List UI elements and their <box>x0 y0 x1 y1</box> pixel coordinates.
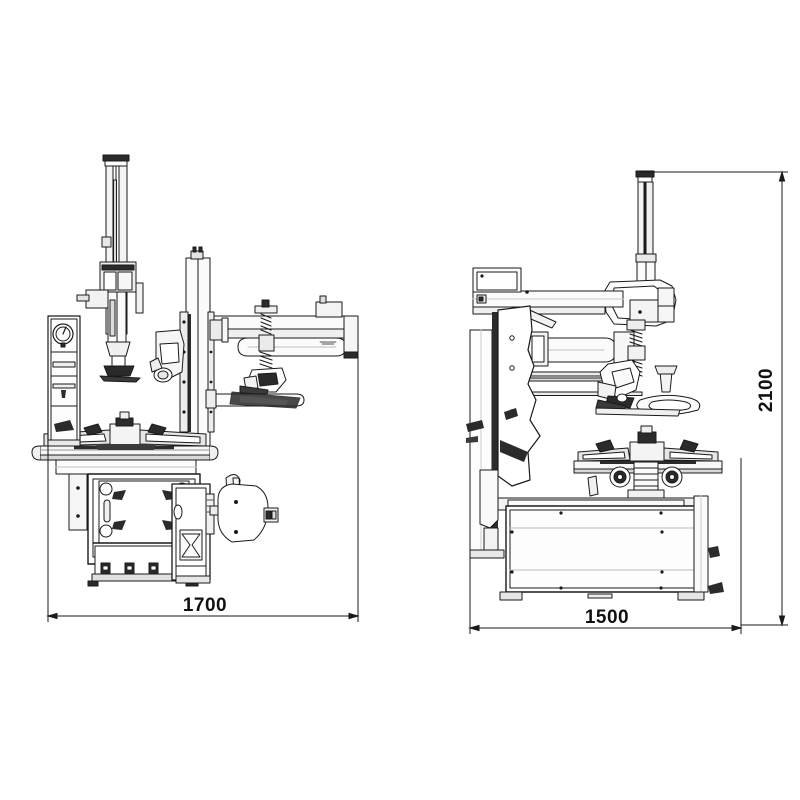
dimension-label-2100: 2100 <box>756 368 777 412</box>
front-motor-cabinet <box>171 483 215 584</box>
side-cabinet-base <box>497 495 724 601</box>
side-turntable-deck <box>573 425 723 501</box>
front-lower-breaker-arm <box>205 389 305 409</box>
front-tower-mast <box>76 154 144 383</box>
front-elevation-view <box>31 154 359 587</box>
dimension-width-1700 <box>47 322 359 622</box>
side-elevation-view <box>466 170 724 601</box>
dimension-depth-1500 <box>469 458 742 634</box>
side-horizontal-beam <box>472 267 624 329</box>
dimension-label-1700: 1700 <box>183 595 227 616</box>
side-mount-demount-head <box>595 319 646 413</box>
side-left-column <box>466 290 541 559</box>
side-swing-tube <box>523 331 643 396</box>
front-gauge-panel <box>47 315 81 447</box>
side-foot-pedal <box>595 365 701 417</box>
front-support-post <box>179 246 215 455</box>
front-bead-breaker-shoe <box>209 474 279 543</box>
dimension-label-1500: 1500 <box>585 607 629 628</box>
front-bead-breaker-housing <box>149 329 185 383</box>
dimension-height-2100 <box>640 171 788 626</box>
